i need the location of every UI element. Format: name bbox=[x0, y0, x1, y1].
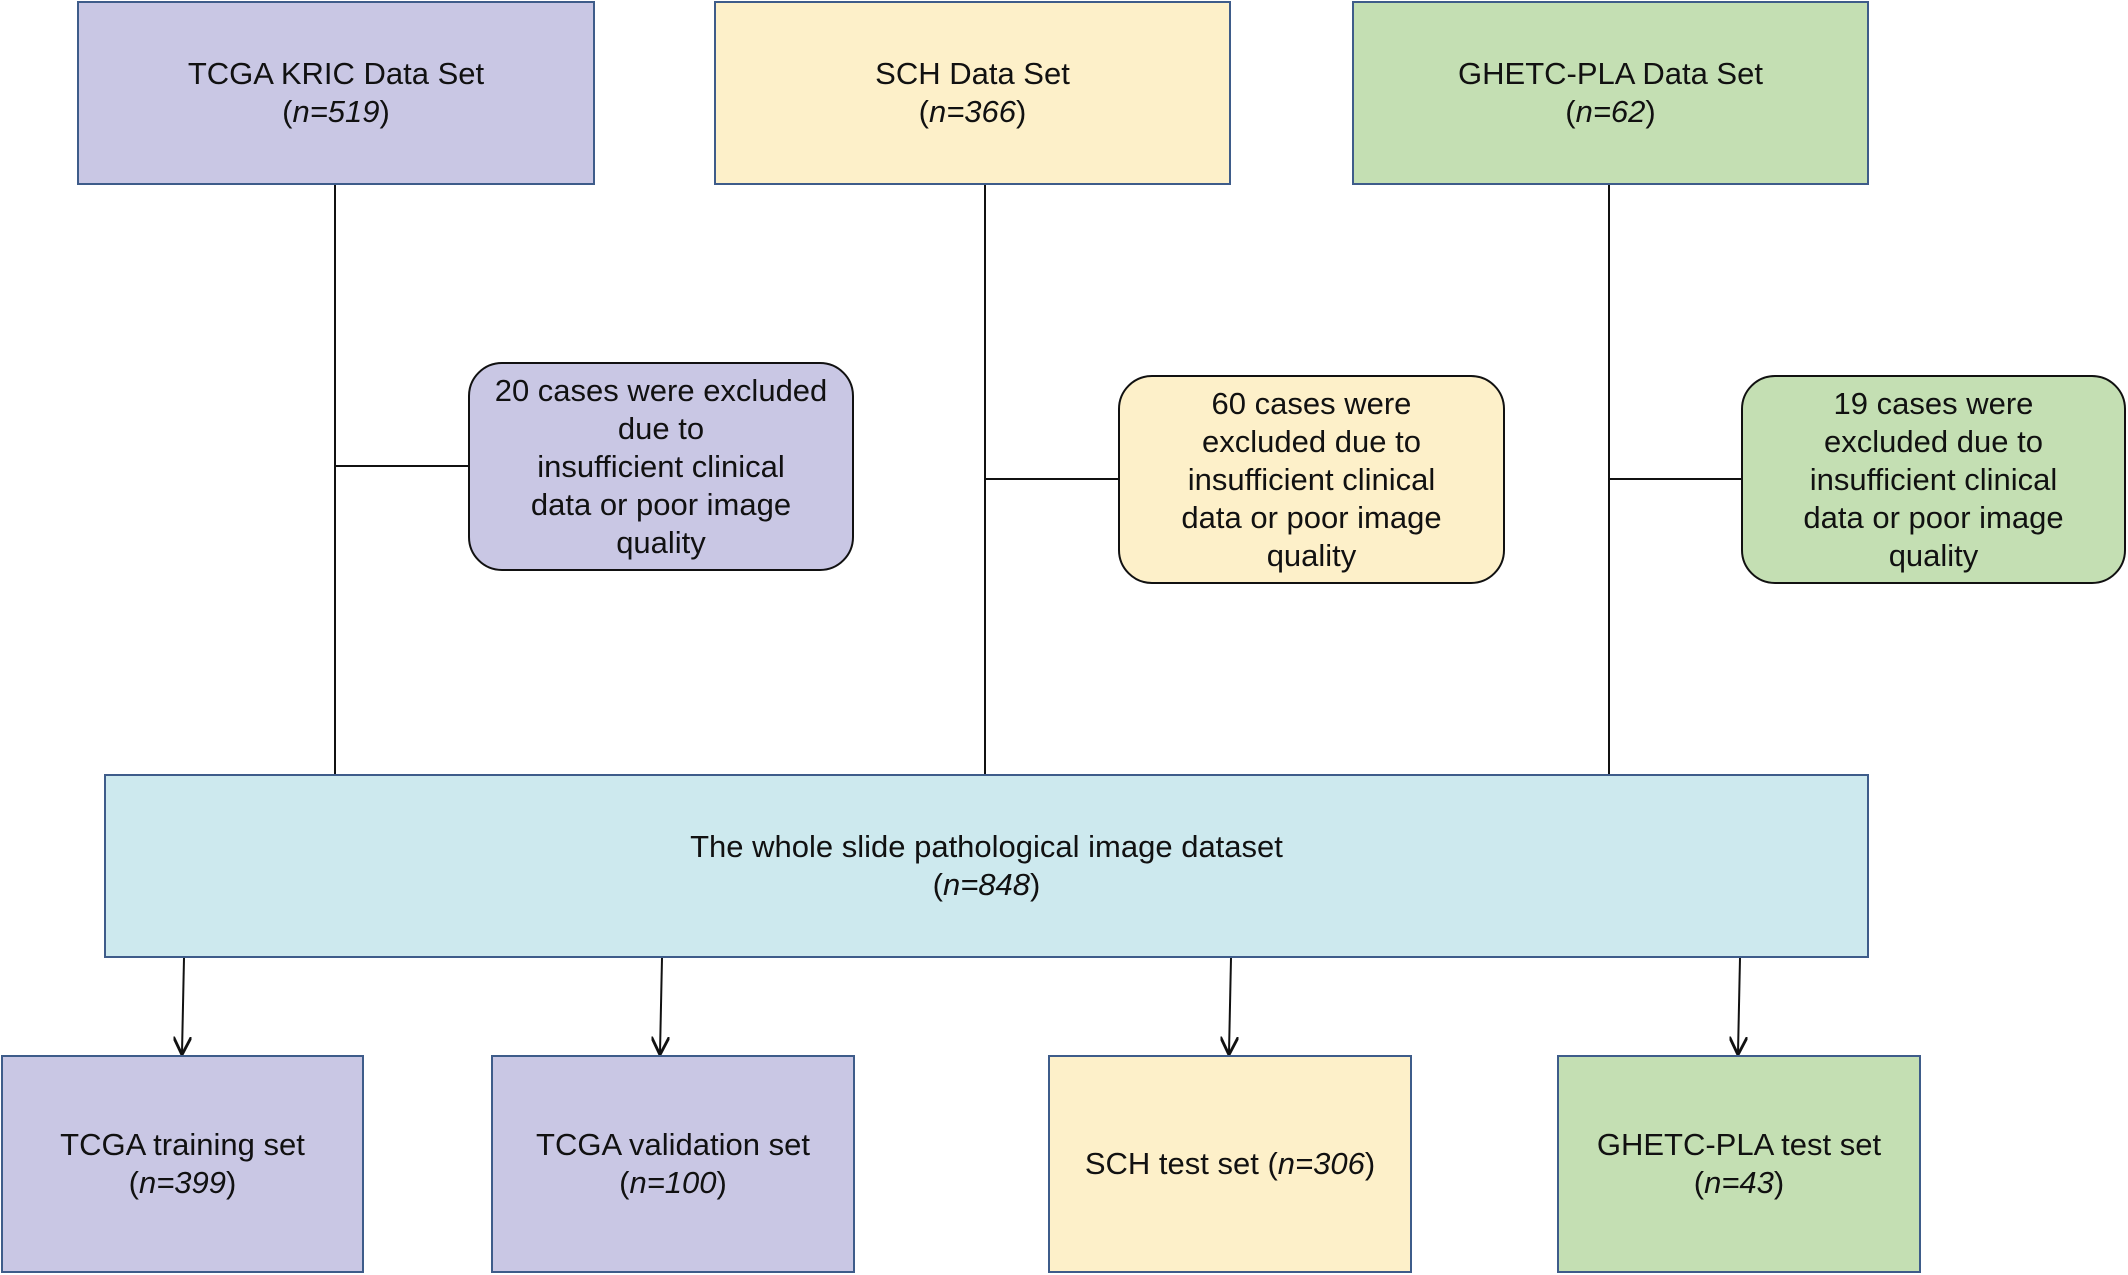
exclusion-line: quality bbox=[1266, 537, 1357, 573]
exclusion-line: insufficient clinical bbox=[1809, 461, 2058, 497]
output-box-tcga-training: TCGA training set (n=399) bbox=[1, 1055, 364, 1273]
exclusion-line: quality bbox=[616, 524, 706, 560]
source-title: GHETC-PLA Data Set bbox=[1458, 56, 1763, 91]
source-count: (n=366) bbox=[918, 94, 1027, 129]
output-count: (n=100) bbox=[619, 1165, 727, 1200]
output-title: GHETC-PLA test set bbox=[1596, 1127, 1882, 1162]
output-count: (n=399) bbox=[128, 1165, 237, 1200]
combined-dataset-box: The whole slide pathological image datas… bbox=[104, 774, 1869, 958]
output-box-sch-test: SCH test set (n=306) bbox=[1048, 1055, 1412, 1273]
exclusion-line: insufficient clinical bbox=[537, 448, 785, 484]
arrow-to-sch-test bbox=[1229, 957, 1231, 1053]
exclusion-line: excluded due to bbox=[1202, 423, 1421, 459]
exclusion-box-tcga: 20 cases were excluded due to insufficie… bbox=[468, 362, 854, 571]
arrow-to-validation bbox=[660, 957, 662, 1053]
exclusion-line: 19 cases were bbox=[1833, 385, 2034, 421]
exclusion-line: 20 cases were excluded bbox=[494, 372, 828, 408]
output-box-ghetc-test: GHETC-PLA test set (n=43) bbox=[1557, 1055, 1921, 1273]
source-count: (n=519) bbox=[282, 94, 390, 129]
combined-count: (n=848) bbox=[932, 867, 1041, 902]
arrow-to-training bbox=[182, 957, 184, 1053]
source-box-tcga: TCGA KRIC Data Set (n=519) bbox=[77, 1, 595, 185]
output-title-inline: SCH test set (n=306) bbox=[1084, 1146, 1376, 1181]
exclusion-line: data or poor image bbox=[530, 486, 792, 522]
arrow-to-ghetc-test bbox=[1738, 957, 1740, 1053]
output-box-tcga-validation: TCGA validation set (n=100) bbox=[491, 1055, 855, 1273]
output-title: TCGA training set bbox=[60, 1127, 305, 1162]
source-title: TCGA KRIC Data Set bbox=[187, 56, 485, 91]
output-title: TCGA validation set bbox=[536, 1127, 810, 1162]
exclusion-line: excluded due to bbox=[1824, 423, 2043, 459]
exclusion-line: due to bbox=[617, 410, 705, 446]
combined-title: The whole slide pathological image datas… bbox=[690, 829, 1283, 864]
source-title: SCH Data Set bbox=[875, 56, 1070, 91]
source-box-sch: SCH Data Set (n=366) bbox=[714, 1, 1231, 185]
exclusion-line: quality bbox=[1888, 537, 1979, 573]
exclusion-box-ghetc: 19 cases were excluded due to insufficie… bbox=[1741, 375, 2126, 584]
exclusion-line: insufficient clinical bbox=[1187, 461, 1436, 497]
exclusion-line: 60 cases were bbox=[1211, 385, 1412, 421]
source-box-ghetc: GHETC-PLA Data Set (n=62) bbox=[1352, 1, 1869, 185]
exclusion-line: data or poor image bbox=[1181, 499, 1442, 535]
exclusion-box-sch: 60 cases were excluded due to insufficie… bbox=[1118, 375, 1505, 584]
source-count: (n=62) bbox=[1565, 94, 1656, 129]
exclusion-line: data or poor image bbox=[1803, 499, 2064, 535]
output-count: (n=43) bbox=[1693, 1165, 1785, 1200]
